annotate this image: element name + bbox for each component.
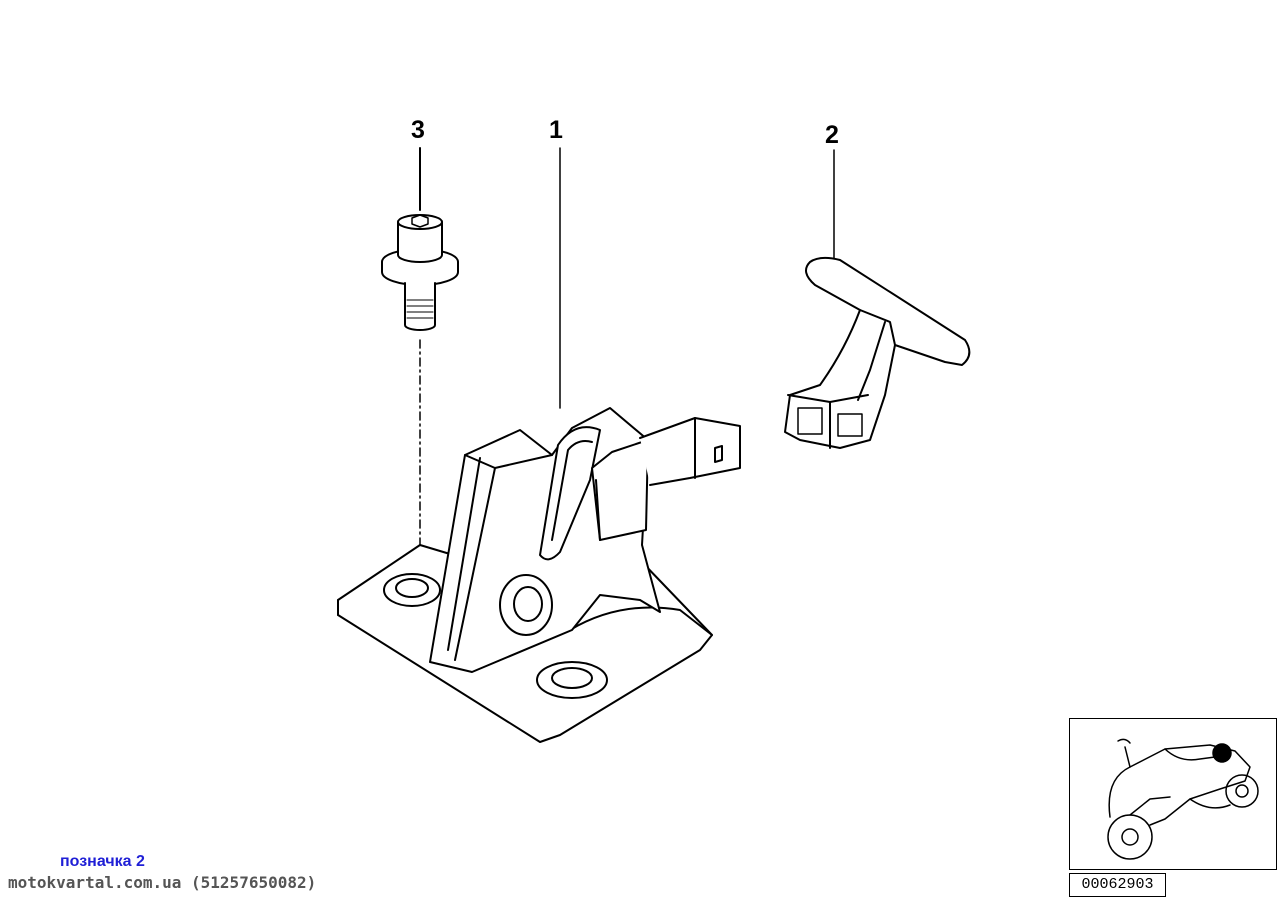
motorcycle-thumbnail	[1069, 718, 1277, 870]
part-3-screw-drawing	[381, 214, 459, 331]
callout-part-1: 1	[549, 116, 563, 144]
callout-part-2: 2	[825, 121, 839, 149]
site-watermark: motokvartal.com.ua (51257650082)	[8, 873, 317, 892]
part-2-handle-drawing	[784, 256, 971, 449]
location-marker-icon	[1212, 743, 1232, 763]
note-label: позначка 2	[60, 853, 145, 870]
diagram-number: 00062903	[1069, 873, 1166, 897]
callout-part-3: 3	[411, 116, 425, 144]
part-1-lock-bracket-drawing	[337, 407, 741, 743]
motorcycle-icon	[1107, 738, 1259, 860]
